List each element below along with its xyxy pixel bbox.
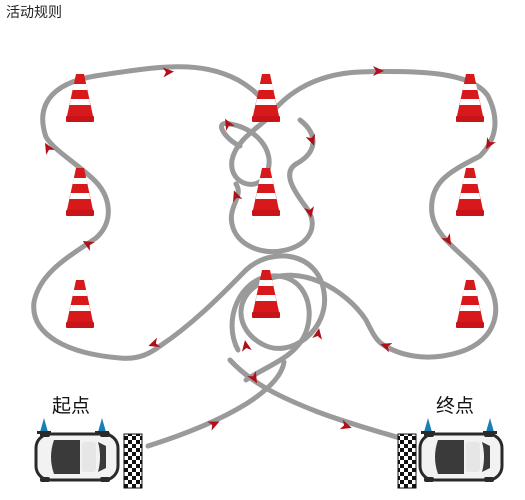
- route-paths: [31, 64, 499, 449]
- finish-area: 终点: [397, 395, 504, 489]
- checkered-flag-icon: [397, 433, 417, 489]
- finish-label: 终点: [436, 395, 474, 417]
- start-label: 起点: [52, 395, 90, 417]
- traffic-cone-icon: [252, 168, 280, 216]
- route-middle-loop-right: [228, 117, 316, 254]
- car-icon: [418, 432, 504, 482]
- traffic-cone-icon: [456, 168, 484, 216]
- route-lower-loops: [157, 253, 385, 351]
- cones: [66, 74, 484, 328]
- route-center-inner-loop: [229, 273, 312, 383]
- start-area: 起点: [34, 395, 143, 489]
- start-flag-post-icon: [95, 418, 109, 434]
- traffic-cone-icon: [66, 280, 94, 328]
- car-icon: [34, 432, 120, 482]
- start-flag-post-icon: [37, 418, 51, 434]
- finish-flag-post-icon: [483, 418, 497, 434]
- route-left-column: [31, 134, 163, 361]
- finish-flag-post-icon: [421, 418, 435, 434]
- traffic-cone-icon: [456, 280, 484, 328]
- checkered-flag-icon: [123, 433, 143, 489]
- route-right-column: [379, 153, 499, 360]
- page-title: 活动规则: [6, 5, 62, 21]
- direction-arrow-icon: [240, 339, 252, 352]
- traffic-cone-icon: [456, 74, 484, 122]
- route-from-start: [145, 359, 287, 449]
- traffic-cone-icon: [252, 74, 280, 122]
